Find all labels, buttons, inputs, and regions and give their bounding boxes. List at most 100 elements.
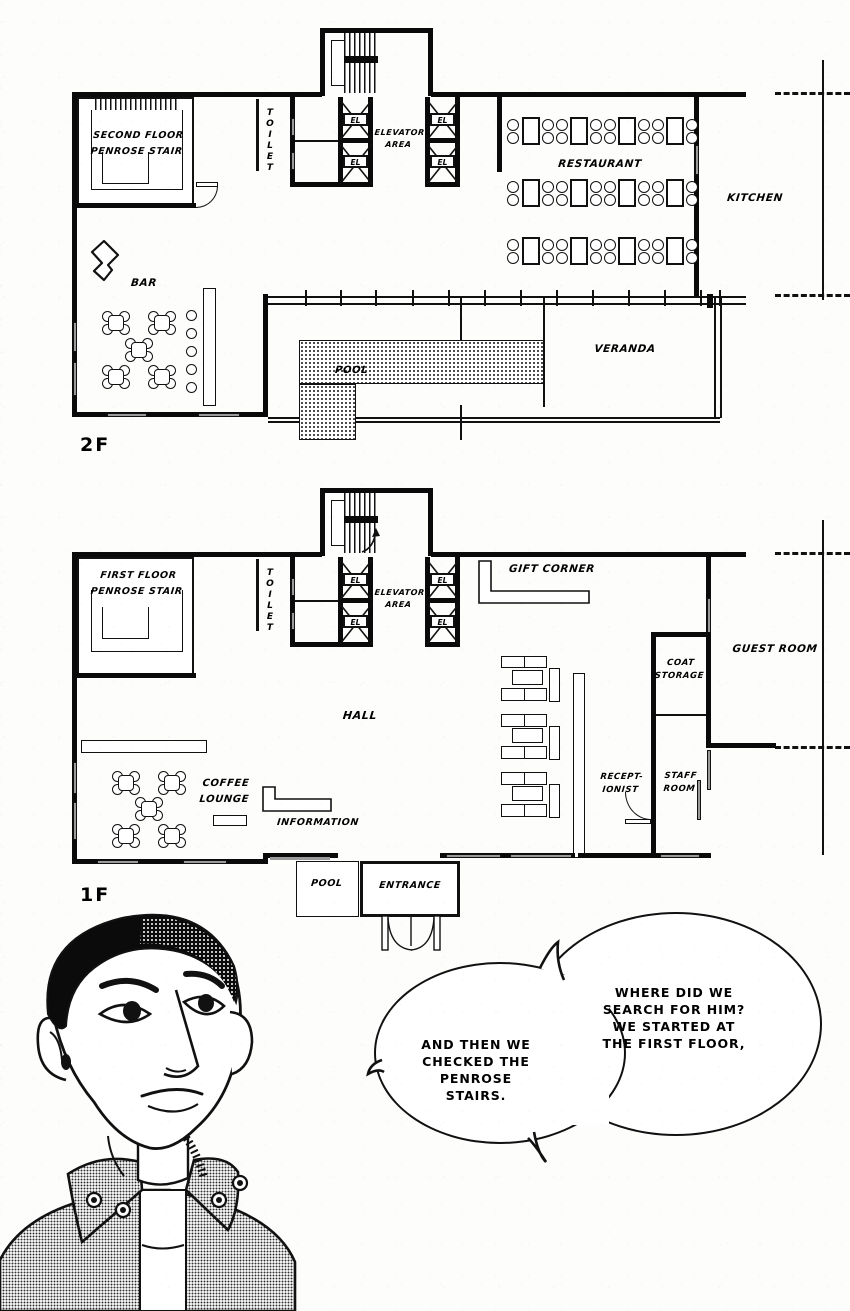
- stair-shaft-wall-top-1f: [320, 488, 433, 493]
- toilet-room-wall-left-1f: [290, 557, 295, 647]
- outer-wall-left-2f: [72, 92, 77, 417]
- bar-round-table: [124, 335, 154, 365]
- veranda-rail-top2-2f: [268, 303, 746, 305]
- collar-button-core: [91, 1197, 97, 1203]
- staff-room-window: [697, 780, 701, 820]
- rail-tick: [305, 290, 307, 306]
- restaurant-chair: [652, 239, 664, 251]
- neck-shadow-hatching: [176, 1127, 208, 1180]
- restaurant-chair: [604, 239, 616, 251]
- label-entrance: ENTRANCE: [378, 880, 442, 891]
- coat-staff-wall-left: [651, 632, 656, 858]
- hair-highlight-tone: [140, 917, 236, 1002]
- restaurant-chair: [590, 194, 602, 206]
- restaurant-chair: [542, 194, 554, 206]
- pupil-left: [123, 1001, 141, 1021]
- restaurant-chair: [604, 132, 616, 144]
- restaurant-chair: [604, 119, 616, 131]
- label-kitchen: KITCHEN: [726, 192, 784, 204]
- elevator-bank-left-divider-1f: [338, 598, 372, 603]
- inner-shirt: [139, 1189, 187, 1311]
- veranda-edge-bottom-2f: [268, 417, 720, 419]
- restaurant-chair: [652, 132, 664, 144]
- reception-door-swing: [625, 792, 651, 820]
- elevator-bank-left-right-1f: [368, 557, 373, 647]
- speech-bubble-right-text: WHERE DID WE SEARCH FOR HIM? WE STARTED …: [602, 985, 746, 1051]
- eyebrow-left: [99, 977, 159, 993]
- restaurant-chair: [507, 119, 519, 131]
- restaurant-chair: [652, 252, 664, 264]
- bar-round-table: [101, 362, 131, 392]
- hall-bottom-window-line: [270, 857, 330, 860]
- lounge-round-table: [134, 794, 164, 824]
- window-left-1f-a: [73, 762, 77, 794]
- restaurant-chair: [604, 194, 616, 206]
- rail-tick: [448, 290, 450, 306]
- restaurant-chair: [686, 119, 698, 131]
- window-left-2f-b: [73, 362, 77, 396]
- restaurant-table: [618, 237, 636, 265]
- boundary-dash-top-2f: [775, 92, 850, 95]
- jaw-line: [107, 1135, 125, 1177]
- rail-tick: [700, 290, 702, 306]
- bar-stool: [186, 328, 197, 339]
- sofa-side: [549, 668, 560, 702]
- restaurant-chair: [638, 239, 650, 251]
- rail-tick: [412, 290, 414, 306]
- restaurant-chair: [556, 252, 568, 264]
- collar-button-core: [120, 1207, 126, 1213]
- outer-wall-left-1f: [72, 552, 77, 864]
- boundary-dash-top-1f: [775, 552, 850, 555]
- floor-tag-2f: 2F: [80, 434, 111, 456]
- hall-window-bottom-b: [510, 854, 572, 858]
- elevator-tag-2f-3: EL: [430, 113, 455, 126]
- label-guest-room: GUEST ROOM: [731, 643, 819, 655]
- veranda-inner-bottom-2f: [268, 421, 720, 423]
- restaurant-chair: [638, 181, 650, 193]
- rail-tick: [520, 290, 522, 306]
- coat-staff-divider: [656, 714, 706, 716]
- information-side-table: [213, 815, 247, 826]
- bubble-tail-top: [538, 939, 566, 981]
- pool-area-2f: [299, 340, 544, 384]
- lounge-table: [512, 670, 543, 685]
- elevator-tag-2f-4: EL: [430, 155, 455, 168]
- elevator-bank-right-divider-2f: [425, 138, 459, 143]
- restaurant-chair: [652, 181, 664, 193]
- elevator-bank-left-divider-2f: [338, 138, 372, 143]
- pool-lower-divider-2f: [460, 405, 462, 440]
- rail-tick: [664, 290, 666, 306]
- window-bottom-2f-b: [198, 413, 240, 417]
- floor-tag-1f: 1F: [80, 884, 111, 906]
- restaurant-chair: [686, 239, 698, 251]
- hall-wall-bottom-mid: [263, 853, 268, 864]
- restaurant-chair: [590, 119, 602, 131]
- restaurant-table: [666, 179, 684, 207]
- jacket-collar-left: [66, 1157, 144, 1245]
- restaurant-chair: [542, 181, 554, 193]
- penrose-hatch-2f: [95, 99, 180, 111]
- outer-wall-bottom-left-2f: [72, 412, 268, 417]
- speech-bubble-left-text: AND THEN WE CHECKED THE PENROSE STAIRS.: [421, 1037, 531, 1103]
- outer-wall-bottom-1f: [72, 859, 268, 864]
- lounge-table: [512, 728, 543, 743]
- gift-corner-counter: [478, 560, 590, 604]
- entrance-doors: [381, 915, 441, 951]
- lounge-bench-top: [81, 740, 207, 753]
- label-elevator-area-2f: ELEVATOR AREA: [374, 128, 426, 149]
- window-bottom-1f-b: [183, 860, 227, 864]
- bar-stool: [186, 310, 197, 321]
- restaurant-chair: [686, 252, 698, 264]
- nose: [163, 989, 200, 1078]
- nostril: [165, 1067, 187, 1073]
- bar-stool: [186, 382, 197, 393]
- sofa-seam: [524, 773, 526, 784]
- elevator-tag-1f-1: EL: [343, 573, 368, 586]
- toilet-fixture-b-1f: [291, 612, 295, 630]
- restaurant-chair: [638, 119, 650, 131]
- rail-tick: [592, 290, 594, 306]
- stair-treads-1f: [344, 493, 376, 553]
- hall-window-bottom-a: [446, 854, 501, 858]
